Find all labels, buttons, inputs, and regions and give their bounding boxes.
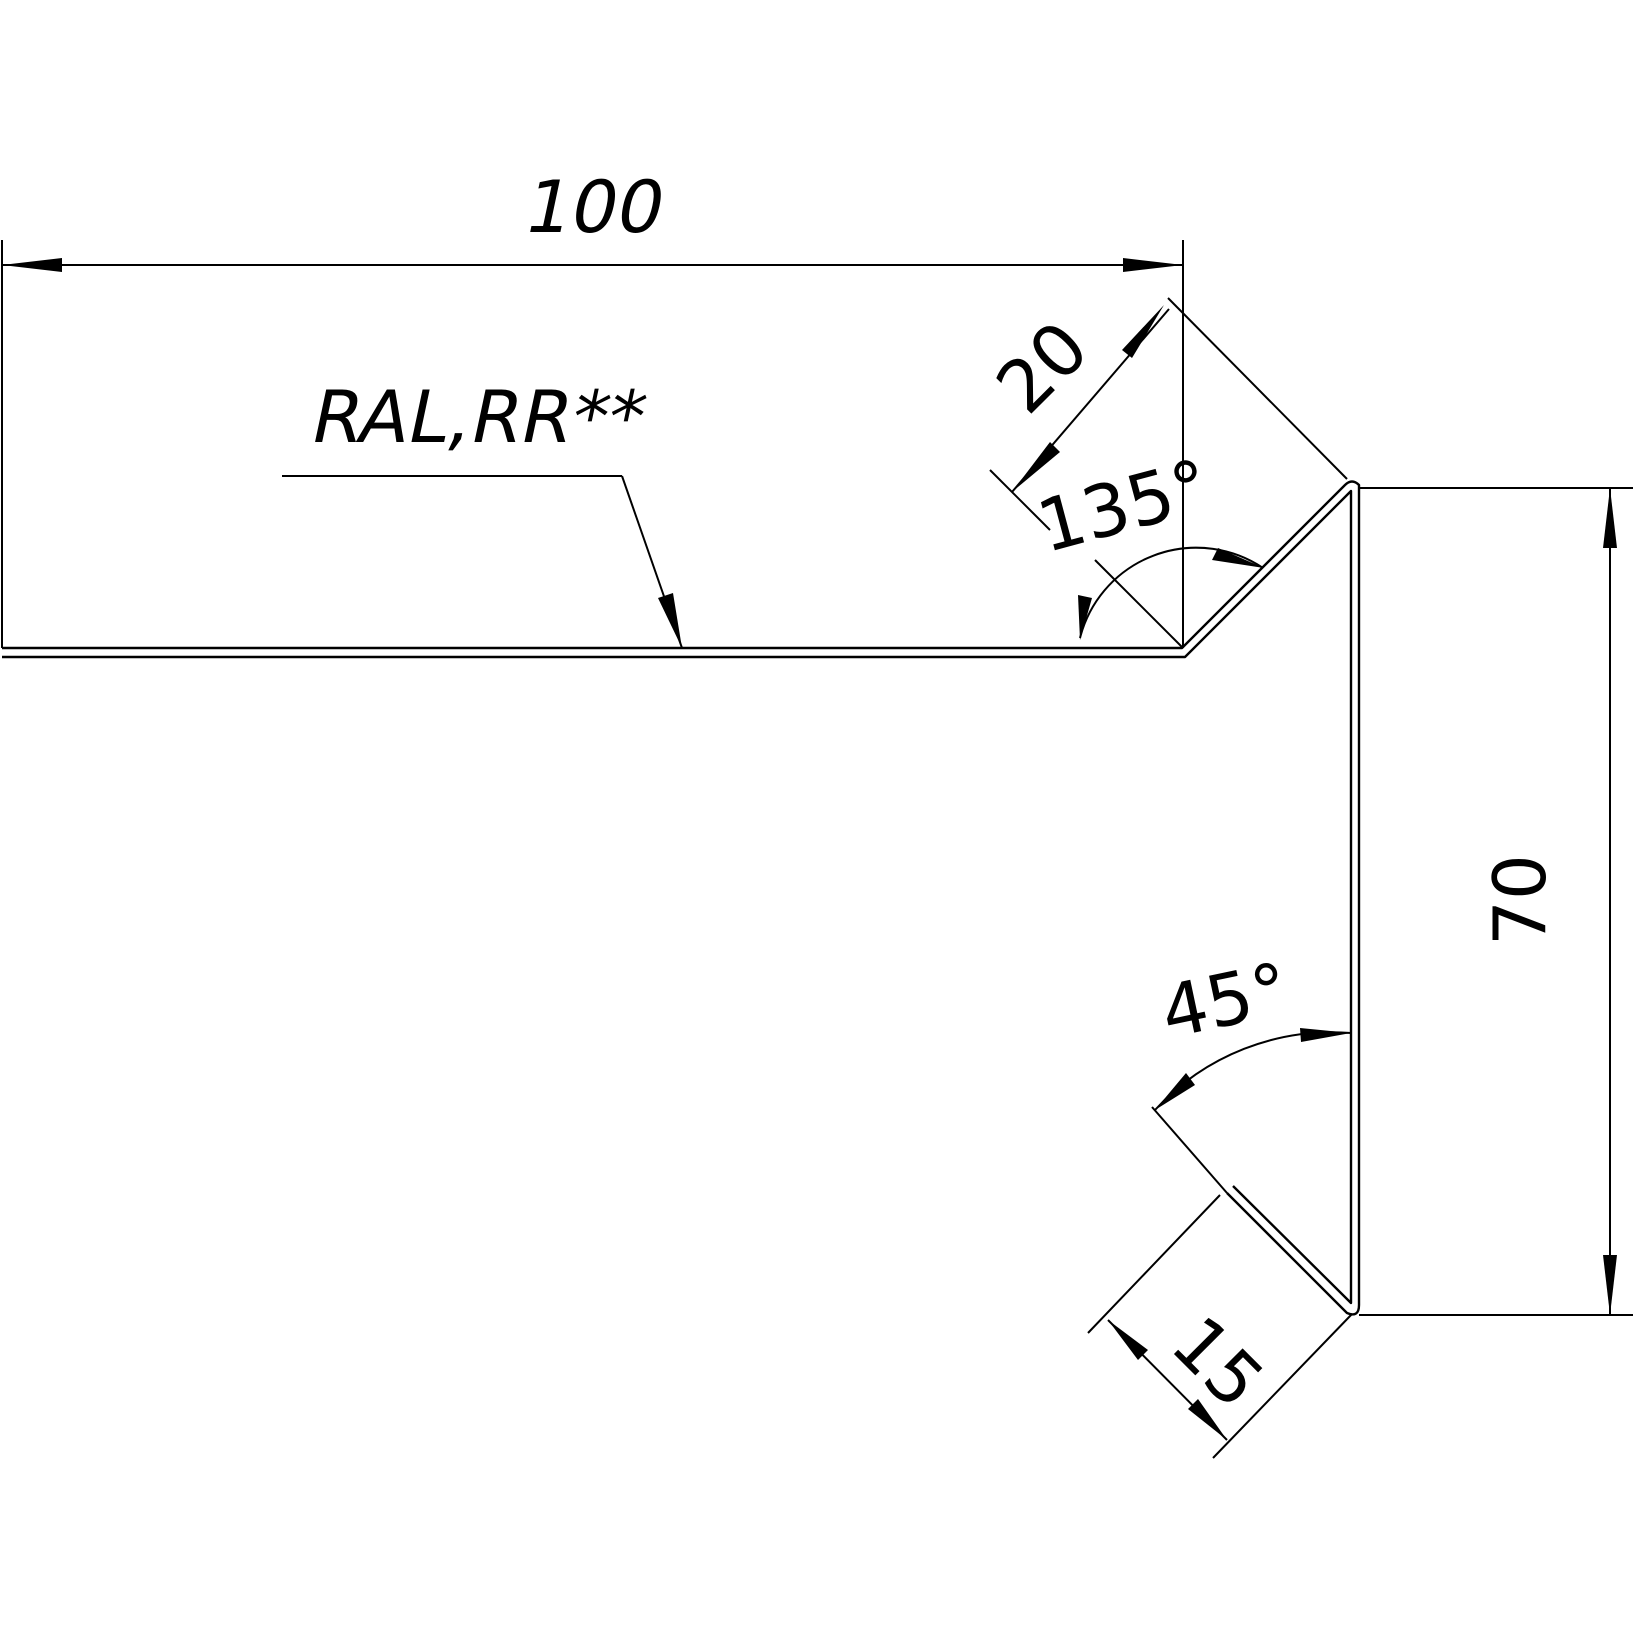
arrow-angle-bottom-right-icon bbox=[1300, 1028, 1351, 1042]
dimension-width: 100 bbox=[2, 166, 1183, 272]
arrow-left-icon bbox=[2, 258, 62, 272]
arrow-down-icon bbox=[1603, 1255, 1617, 1315]
arrow-hem-up-icon bbox=[1108, 1320, 1148, 1360]
arrow-up-right-icon bbox=[1122, 305, 1164, 358]
arrow-angle-bottom-left-icon bbox=[1155, 1073, 1195, 1110]
arrow-hem-down-icon bbox=[1188, 1399, 1227, 1440]
angle-bottom: 45° bbox=[1154, 946, 1352, 1111]
arrow-up-icon bbox=[1603, 488, 1617, 548]
arrow-angle-right-icon bbox=[1212, 548, 1264, 568]
dimension-height-label: 70 bbox=[1478, 854, 1562, 946]
coating-label: RAL,RR** bbox=[304, 376, 653, 460]
dimension-hem: 15 bbox=[1107, 1300, 1280, 1441]
profile-outline bbox=[2, 480, 1361, 1316]
angle-top-label: 135° bbox=[1029, 443, 1218, 569]
dimension-height: 70 bbox=[1478, 488, 1617, 1315]
arrow-callout-icon bbox=[658, 593, 682, 648]
coating-callout: RAL,RR** bbox=[282, 376, 683, 649]
dimension-hem-label: 15 bbox=[1156, 1300, 1280, 1424]
arrow-down-left-icon bbox=[1012, 442, 1060, 492]
extension-lines bbox=[1, 240, 1633, 1459]
angle-top: 135° bbox=[1029, 443, 1264, 649]
dimension-flange-label: 20 bbox=[980, 305, 1104, 429]
arrow-right-icon bbox=[1123, 258, 1183, 272]
dimension-width-label: 100 bbox=[518, 166, 673, 250]
arrow-angle-left-icon bbox=[1078, 595, 1092, 640]
